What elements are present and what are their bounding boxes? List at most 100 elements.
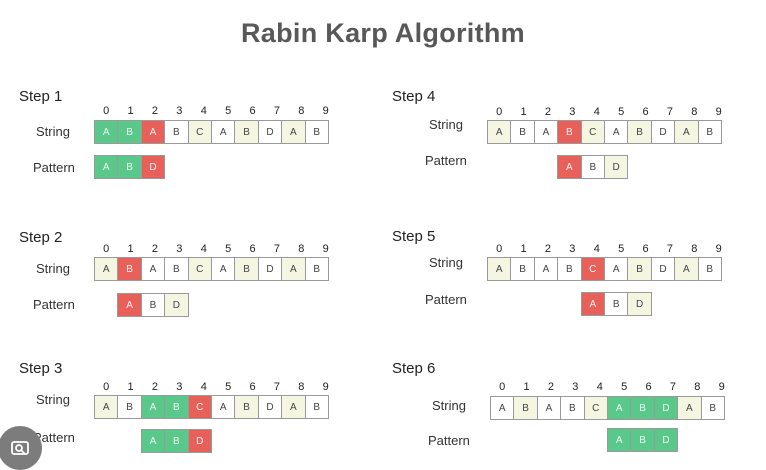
string-label: String [36, 392, 70, 407]
index-label: 5 [618, 243, 625, 255]
pattern-cell: B [603, 292, 629, 316]
string-cell: A [140, 395, 166, 419]
pattern-label: Pattern [33, 297, 75, 312]
index-label: 6 [645, 381, 652, 393]
index-label: 7 [666, 243, 673, 255]
visual-search-icon[interactable] [0, 426, 42, 470]
index-label: 8 [298, 105, 305, 117]
index-label: 0 [499, 381, 506, 393]
string-cell: A [533, 257, 559, 281]
index-label: 1 [520, 243, 527, 255]
string-cell: A [210, 257, 236, 281]
string-cell: A [281, 257, 306, 281]
string-cell: C [580, 257, 605, 281]
string-cell: B [513, 396, 538, 420]
index-label: 9 [322, 243, 329, 255]
index-label: 6 [642, 243, 649, 255]
index-label: 7 [273, 381, 280, 393]
index-label: 7 [669, 381, 676, 393]
index-label: 5 [225, 105, 232, 117]
string-cell: B [510, 257, 535, 281]
index-label: 7 [273, 243, 280, 255]
index-label: 9 [322, 381, 329, 393]
pattern-cell: B [164, 429, 189, 453]
pattern-cell: D [140, 155, 166, 179]
pattern-cell: D [164, 293, 189, 317]
string-cell: A [487, 257, 512, 281]
pattern-label: Pattern [425, 153, 467, 168]
index-label: 4 [200, 105, 207, 117]
string-label: String [432, 398, 466, 413]
pattern-cell: B [630, 428, 655, 452]
index-label: 0 [496, 243, 503, 255]
string-cell: B [304, 120, 329, 144]
index-label: 9 [322, 105, 329, 117]
pattern-cell: A [580, 292, 605, 316]
string-cell: A [603, 120, 629, 144]
string-cell: B [117, 395, 142, 419]
string-cell: B [164, 120, 189, 144]
index-label: 5 [621, 381, 628, 393]
step-title: Step 5 [392, 228, 436, 245]
string-label: String [36, 124, 70, 139]
string-cell: B [234, 257, 259, 281]
string-cell: A [490, 396, 515, 420]
string-cell: B [117, 257, 142, 281]
string-label: String [429, 255, 463, 270]
string-cell: B [304, 395, 329, 419]
index-label: 4 [596, 381, 603, 393]
string-cell: D [650, 120, 676, 144]
index-label: 0 [103, 381, 110, 393]
pattern-label: Pattern [425, 292, 467, 307]
index-label: 2 [151, 105, 159, 117]
string-cell: A [94, 257, 119, 281]
string-cell: C [187, 395, 212, 419]
index-label: 1 [127, 105, 134, 117]
string-cell: A [487, 120, 512, 144]
string-cell: A [677, 396, 702, 420]
string-cell: B [557, 120, 582, 144]
string-cell: B [510, 120, 535, 144]
pattern-cell: D [187, 429, 212, 453]
string-cell: B [164, 257, 189, 281]
string-cell: C [187, 257, 212, 281]
string-cell: C [187, 120, 212, 144]
index-label: 2 [151, 243, 159, 255]
string-label: String [36, 261, 70, 276]
pattern-cell: D [603, 155, 629, 179]
string-cell: A [94, 120, 119, 144]
string-cell: A [210, 120, 236, 144]
pattern-label: Pattern [33, 430, 75, 445]
index-label: 0 [496, 106, 503, 118]
string-cell: A [140, 257, 166, 281]
string-cell: B [117, 120, 142, 144]
string-cell: B [164, 395, 189, 419]
index-label: 0 [103, 105, 110, 117]
string-cell: A [536, 396, 562, 420]
string-cell: B [627, 257, 652, 281]
index-label: 2 [544, 106, 552, 118]
string-cell: B [697, 257, 722, 281]
step-title: Step 2 [19, 229, 63, 246]
pattern-cell: A [140, 429, 166, 453]
index-label: 1 [520, 106, 527, 118]
index-label: 3 [176, 243, 183, 255]
index-label: 1 [127, 243, 134, 255]
step-title: Step 4 [392, 88, 436, 105]
pattern-cell: D [627, 292, 652, 316]
string-cell: D [257, 395, 283, 419]
pattern-cell: A [557, 155, 582, 179]
